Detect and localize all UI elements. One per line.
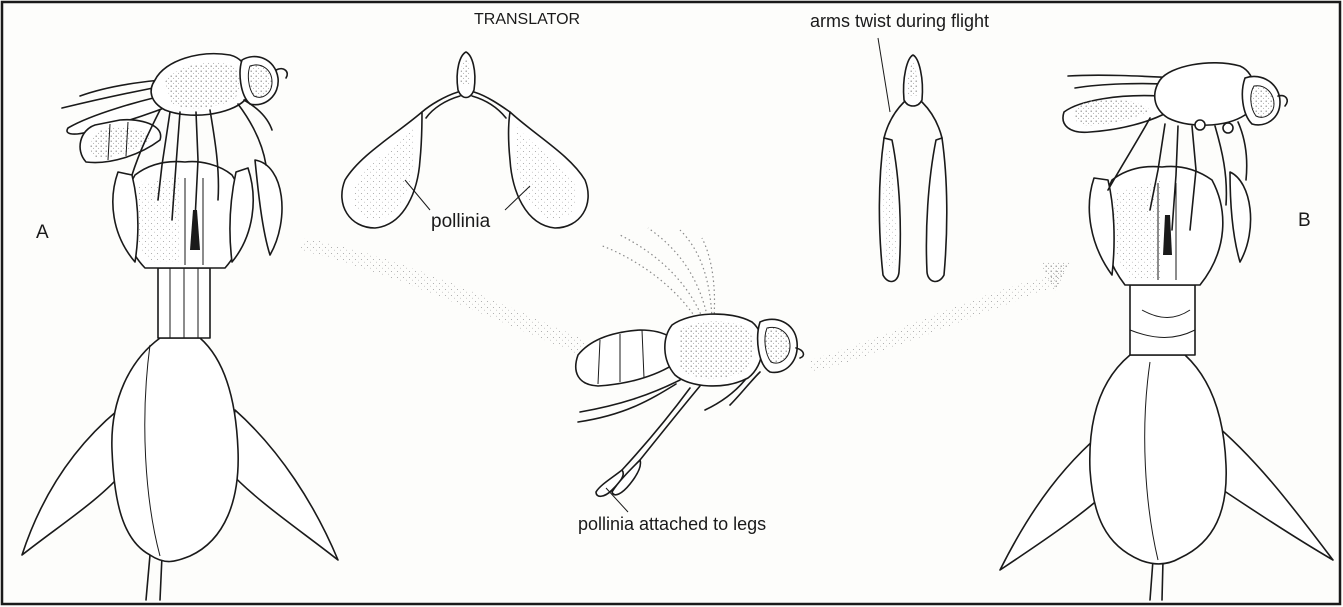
arms-twist-leader	[878, 38, 890, 112]
flower-a-icon	[22, 160, 338, 600]
wasp-flying-icon	[576, 228, 804, 496]
arms-twist-label: arms twist during flight	[810, 11, 989, 31]
pollinia-legs-label: pollinia attached to legs	[578, 514, 766, 534]
pollinia-label: pollinia	[431, 211, 491, 232]
flight-path-left	[300, 238, 585, 355]
translator-icon	[342, 52, 588, 228]
flower-b-icon	[1000, 166, 1333, 600]
translator-title: TRANSLATOR	[474, 11, 580, 28]
panel-a-label: A	[36, 222, 49, 243]
twisted-translator-icon	[879, 55, 946, 281]
panel-b-label: B	[1298, 210, 1311, 231]
